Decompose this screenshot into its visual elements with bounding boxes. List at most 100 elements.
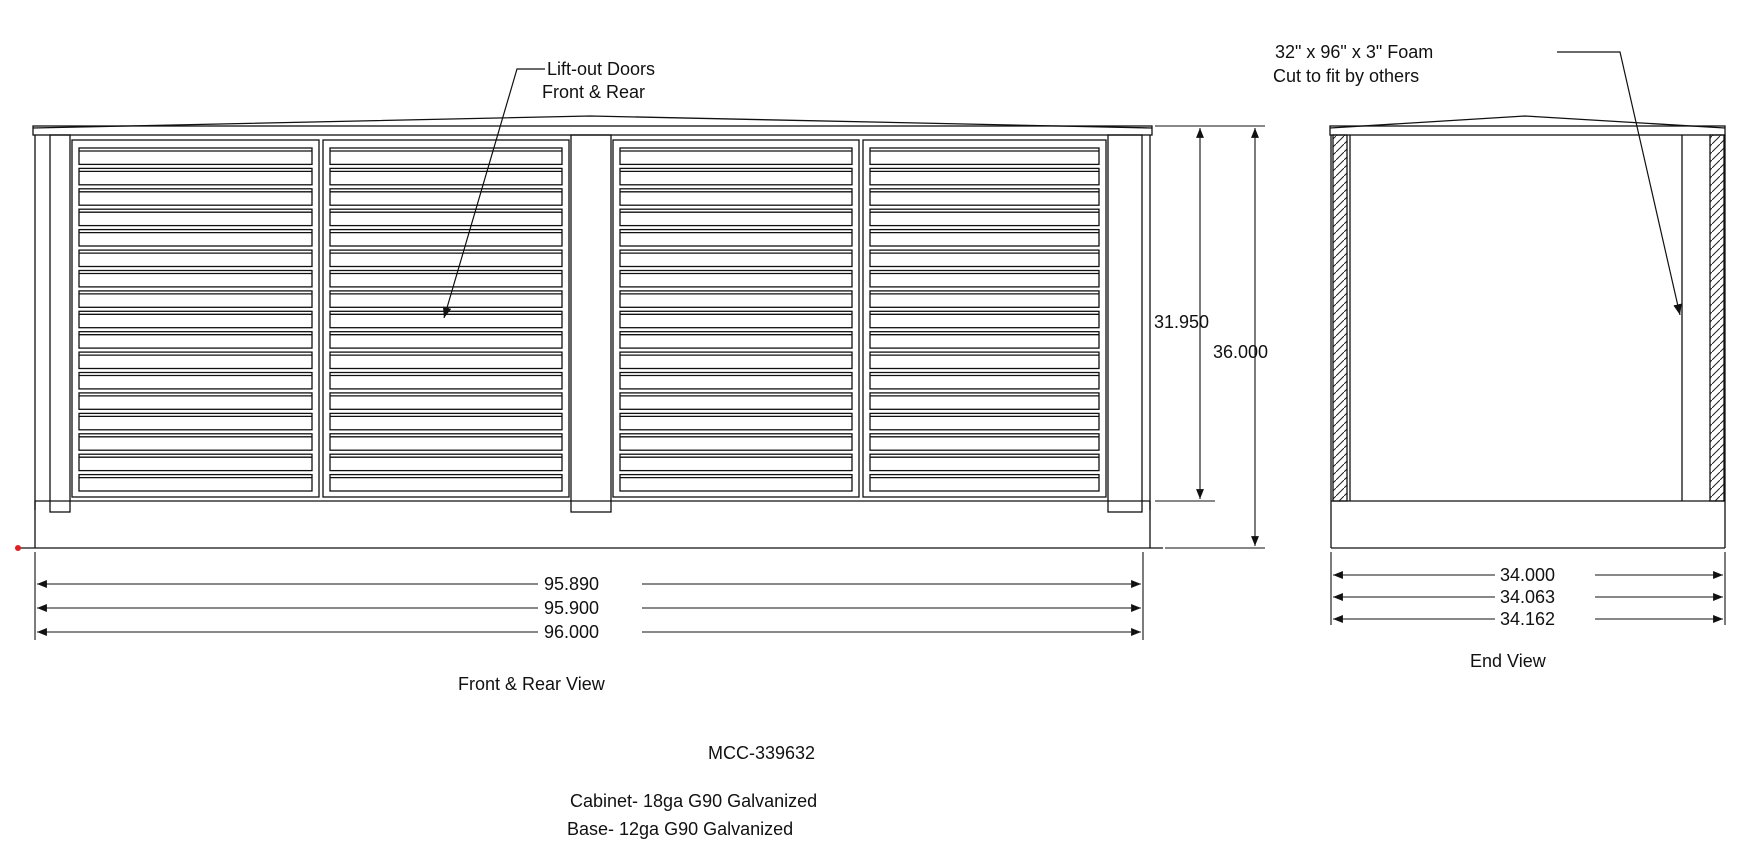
- lift-out-doors-label: Lift-out Doors: [547, 59, 655, 79]
- louver-slat: [329, 392, 563, 410]
- louver-slat: [869, 290, 1100, 308]
- front-view: [18, 115, 1163, 549]
- louver-slat: [329, 188, 563, 206]
- louver-slat: [619, 188, 853, 206]
- front-rear-label: Front & Rear: [542, 82, 645, 102]
- louver-slat: [78, 453, 313, 472]
- door-panel-2: [322, 139, 570, 498]
- foam-cut-label: Cut to fit by others: [1273, 66, 1419, 86]
- end-width-dimensions: [1330, 552, 1726, 625]
- height-dimensions: [1155, 125, 1265, 549]
- louver-slat: [619, 351, 853, 370]
- louver-slat: [329, 228, 563, 247]
- front-roof-line: [32, 115, 1153, 129]
- louver-slat: [619, 167, 853, 186]
- right-foam-panel: [1709, 134, 1725, 502]
- louver-slat: [619, 453, 853, 472]
- louver-slat: [78, 208, 313, 227]
- louver-slat: [619, 310, 853, 329]
- louver-slat: [329, 147, 563, 166]
- end-width-dimension-3: 34.162: [1500, 609, 1555, 629]
- louver-slat: [869, 147, 1100, 166]
- base-spec: Base- 12ga G90 Galvanized: [567, 819, 793, 839]
- left-foam-panel: [1332, 134, 1348, 502]
- louver-slat: [869, 249, 1100, 268]
- width-dimension-2: 95.900: [544, 598, 599, 618]
- louver-slat: [869, 228, 1100, 247]
- louver-slat: [78, 473, 313, 492]
- inner-height-dimension: 31.950: [1154, 312, 1209, 332]
- louver-slat: [869, 269, 1100, 288]
- door-panel-3: [612, 139, 860, 498]
- louver-slat: [619, 290, 853, 308]
- louver-slat: [329, 331, 563, 349]
- louver-slat: [619, 473, 853, 492]
- louver-slat: [78, 147, 313, 166]
- louver-slat: [619, 371, 853, 390]
- louver-slat: [329, 351, 563, 370]
- louver-slat: [329, 473, 563, 492]
- end-view-title: End View: [1470, 651, 1547, 671]
- origin-marker: [15, 545, 21, 551]
- width-dimensions: [34, 552, 1144, 640]
- louver-slat: [78, 269, 313, 288]
- part-number: MCC-339632: [708, 743, 815, 763]
- louver-slat: [78, 249, 313, 268]
- louver-slat: [78, 351, 313, 370]
- louver-slat: [329, 167, 563, 186]
- right-corner-post: [1107, 134, 1143, 513]
- louver-slat: [619, 147, 853, 166]
- door-panels: [71, 139, 1107, 498]
- lift-out-doors-callout: Lift-out Doors Front & Rear: [442, 59, 655, 319]
- louver-slat: [619, 228, 853, 247]
- louver-slat: [619, 433, 853, 451]
- width-dimension-1: 95.890: [544, 574, 599, 594]
- cabinet-spec: Cabinet- 18ga G90 Galvanized: [570, 791, 817, 811]
- louver-slat: [869, 453, 1100, 472]
- louver-slat: [619, 249, 853, 268]
- louver-slat: [869, 351, 1100, 370]
- louver-slat: [869, 473, 1100, 492]
- louver-slat: [78, 433, 313, 451]
- louver-slat: [619, 412, 853, 431]
- louver-slat: [78, 392, 313, 410]
- center-post: [570, 134, 612, 513]
- end-view: [1329, 115, 1726, 549]
- louver-slat: [78, 188, 313, 206]
- front-roof-lip: [32, 125, 1153, 136]
- louver-slat: [869, 188, 1100, 206]
- louver-slat: [78, 290, 313, 308]
- louver-slat: [78, 412, 313, 431]
- end-width-dimension-1: 34.000: [1500, 565, 1555, 585]
- louver-slat: [78, 371, 313, 390]
- front-view-title: Front & Rear View: [458, 674, 606, 694]
- foam-size-label: 32" x 96" x 3" Foam: [1275, 42, 1433, 62]
- louver-slat: [329, 269, 563, 288]
- louver-slat: [869, 310, 1100, 329]
- louver-slat: [329, 371, 563, 390]
- louver-slat: [329, 412, 563, 431]
- louver-slat: [329, 208, 563, 227]
- louver-slat: [869, 433, 1100, 451]
- louver-slat: [619, 208, 853, 227]
- width-dimension-3: 96.000: [544, 622, 599, 642]
- louver-slat: [78, 331, 313, 349]
- louver-slat: [869, 371, 1100, 390]
- louver-slat: [869, 331, 1100, 349]
- overall-height-dimension: 36.000: [1213, 342, 1268, 362]
- louver-slat: [869, 392, 1100, 410]
- louver-slat: [619, 269, 853, 288]
- end-roof-lip: [1329, 125, 1726, 136]
- end-width-dimension-2: 34.063: [1500, 587, 1555, 607]
- louver-slat: [329, 453, 563, 472]
- foam-callout: 32" x 96" x 3" Foam Cut to fit by others: [1273, 42, 1682, 316]
- louver-slat: [329, 433, 563, 451]
- louver-slat: [78, 310, 313, 329]
- left-corner-post: [49, 134, 71, 513]
- door-panel-1: [71, 139, 320, 498]
- louver-slat: [869, 412, 1100, 431]
- louver-slat: [329, 249, 563, 268]
- louver-slat: [78, 167, 313, 186]
- door-panel-4: [862, 139, 1107, 498]
